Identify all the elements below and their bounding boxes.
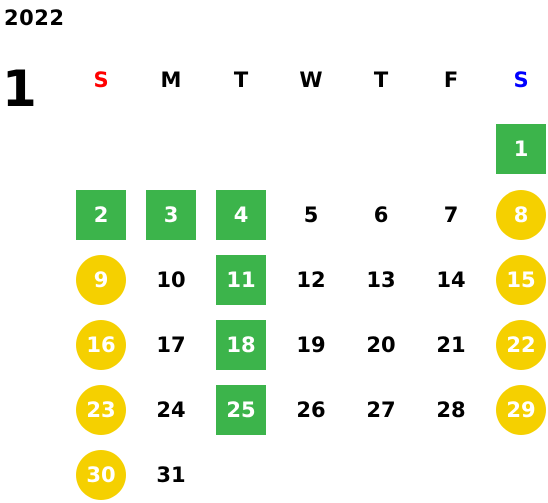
calendar-day-25[interactable]: 25 — [216, 385, 266, 435]
calendar-month: 1 — [2, 60, 37, 118]
weekday-tuesday: T — [233, 68, 249, 92]
calendar-day-13[interactable]: 13 — [366, 268, 396, 292]
weekday-wednesday: W — [299, 68, 323, 92]
calendar-day-10[interactable]: 10 — [156, 268, 186, 292]
calendar-day-14[interactable]: 14 — [436, 268, 466, 292]
calendar-year: 2022 — [4, 6, 65, 30]
weekday-sunday: S — [93, 68, 109, 92]
weekday-saturday: S — [513, 68, 529, 92]
calendar-day-16[interactable]: 16 — [76, 320, 126, 370]
calendar-day-9[interactable]: 9 — [76, 255, 126, 305]
calendar-day-21[interactable]: 21 — [436, 333, 466, 357]
calendar-day-3[interactable]: 3 — [146, 190, 196, 240]
calendar-day-19[interactable]: 19 — [296, 333, 326, 357]
calendar-day-24[interactable]: 24 — [156, 398, 186, 422]
calendar-day-1[interactable]: 1 — [496, 124, 546, 174]
weekday-friday: F — [443, 68, 459, 92]
calendar-day-15[interactable]: 15 — [496, 255, 546, 305]
calendar-day-26[interactable]: 26 — [296, 398, 326, 422]
weekday-thursday: T — [373, 68, 389, 92]
calendar-day-27[interactable]: 27 — [366, 398, 396, 422]
calendar-day-12[interactable]: 12 — [296, 268, 326, 292]
calendar-day-5[interactable]: 5 — [303, 203, 319, 227]
calendar-day-6[interactable]: 6 — [373, 203, 389, 227]
weekday-monday: M — [160, 68, 182, 92]
calendar-day-23[interactable]: 23 — [76, 385, 126, 435]
calendar-day-30[interactable]: 30 — [76, 450, 126, 500]
calendar-day-7[interactable]: 7 — [443, 203, 459, 227]
calendar-day-20[interactable]: 20 — [366, 333, 396, 357]
calendar-day-2[interactable]: 2 — [76, 190, 126, 240]
calendar-day-8[interactable]: 8 — [496, 190, 546, 240]
calendar-day-29[interactable]: 29 — [496, 385, 546, 435]
calendar-day-17[interactable]: 17 — [156, 333, 186, 357]
calendar-day-31[interactable]: 31 — [156, 463, 186, 487]
calendar-day-18[interactable]: 18 — [216, 320, 266, 370]
calendar-day-28[interactable]: 28 — [436, 398, 466, 422]
calendar-day-4[interactable]: 4 — [216, 190, 266, 240]
calendar-day-11[interactable]: 11 — [216, 255, 266, 305]
calendar-day-22[interactable]: 22 — [496, 320, 546, 370]
